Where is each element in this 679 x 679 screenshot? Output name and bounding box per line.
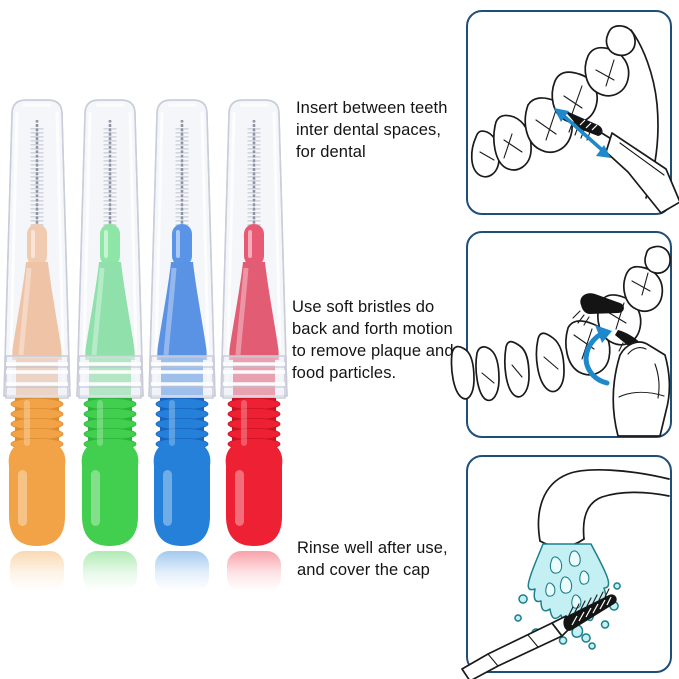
brush-being-rinsed (461, 588, 617, 679)
insert-between-teeth-illustration (470, 25, 679, 214)
in-out-arrow-icon (554, 108, 611, 158)
interdental-brushes-photo (3, 99, 288, 591)
rinse-under-faucet-illustration (461, 469, 670, 679)
step-3-text: Rinse well after use, and cover the cap (297, 539, 448, 579)
faucet-outline (537, 469, 670, 548)
back-and-forth-motion-illustration (450, 245, 671, 437)
teeth-outline (470, 25, 659, 199)
step-1-text: Insert between teeth inter dental spaces… (296, 99, 448, 161)
step-2-text: Use soft bristles do back and forth moti… (292, 298, 454, 382)
blue-brush (148, 99, 216, 591)
instruction-panel-rinse (461, 455, 672, 679)
brush-between-teeth (564, 110, 679, 214)
instruction-panel-insert (466, 10, 679, 215)
instruction-panel-motion (450, 231, 672, 438)
green-brush (76, 99, 144, 591)
hand-holding-brush (612, 341, 671, 437)
beige-brush (3, 99, 71, 591)
red-brush (220, 99, 288, 591)
rotate-arrow-icon (583, 325, 612, 386)
